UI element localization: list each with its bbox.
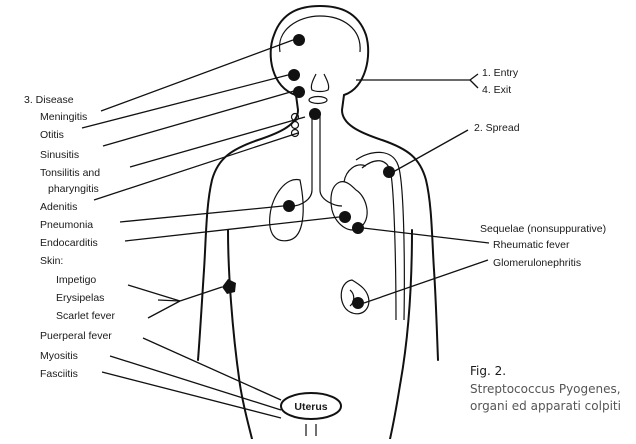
caption-line-1: Streptococcus Pyogenes, [470, 382, 621, 396]
sinusitis-dot [293, 86, 305, 98]
meningitis-label: Meningitis [40, 111, 87, 123]
pneumonia-label: Pneumonia [40, 219, 93, 231]
pneumonia-dot [283, 200, 295, 212]
disease-labels: 3. Disease Meningitis Otitis Sinusitis T… [24, 94, 115, 380]
airway [292, 112, 342, 206]
skin-label: Skin: [40, 255, 63, 267]
meningitis-dot [293, 34, 305, 46]
glomerulonephritis-label: Glomerulonephritis [493, 257, 581, 269]
rheumatic-dot [352, 222, 364, 234]
endocarditis-label: Endocarditis [40, 237, 98, 249]
myositis-label: Myositis [40, 350, 78, 362]
pharyngitis-label: pharyngitis [48, 183, 99, 195]
kidney [341, 280, 369, 314]
nose-icon [311, 74, 328, 92]
stage-labels: 1. Entry 4. Exit 2. Spread Sequelae (non… [474, 67, 606, 269]
caption-line-2: organi ed apparati colpiti [470, 399, 621, 413]
entry-label: 1. Entry [482, 67, 519, 79]
erysipelas-label: Erysipelas [56, 292, 104, 304]
mouth-icon [309, 97, 327, 104]
puerperal-fever-label: Puerperal fever [40, 330, 112, 342]
kidney-dot [352, 297, 364, 309]
caption-title: Fig. 2. [470, 364, 506, 378]
fasciitis-label: Fasciitis [40, 368, 78, 380]
endocarditis-dot [339, 211, 351, 223]
rheumatic-fever-label: Rheumatic fever [493, 239, 570, 251]
adenitis-label: Adenitis [40, 201, 77, 213]
scarlet-fever-label: Scarlet fever [56, 310, 115, 322]
impetigo-label: Impetigo [56, 274, 96, 286]
otitis-dot [288, 69, 300, 81]
body-outline [198, 6, 438, 439]
disease-heading: 3. Disease [24, 94, 74, 106]
skin-lesion-dot [222, 279, 236, 294]
figure-caption: Fig. 2. Streptococcus Pyogenes, organi e… [470, 364, 621, 413]
infection-dots [222, 34, 395, 309]
otitis-label: Otitis [40, 129, 64, 141]
sequelae-label: Sequelae (nonsuppurative) [480, 223, 606, 235]
exit-label: 4. Exit [482, 84, 511, 96]
leader-lines [82, 40, 489, 418]
vessel-to-arm [356, 152, 404, 320]
uterus-label: Uterus [294, 401, 327, 413]
spread-label: 2. Spread [474, 122, 520, 134]
uterus-badge: Uterus [281, 393, 341, 436]
sinusitis-label: Sinusitis [40, 149, 79, 161]
tonsillitis-dot [309, 108, 321, 120]
tonsillitis-label: Tonsilitis and [40, 167, 100, 179]
